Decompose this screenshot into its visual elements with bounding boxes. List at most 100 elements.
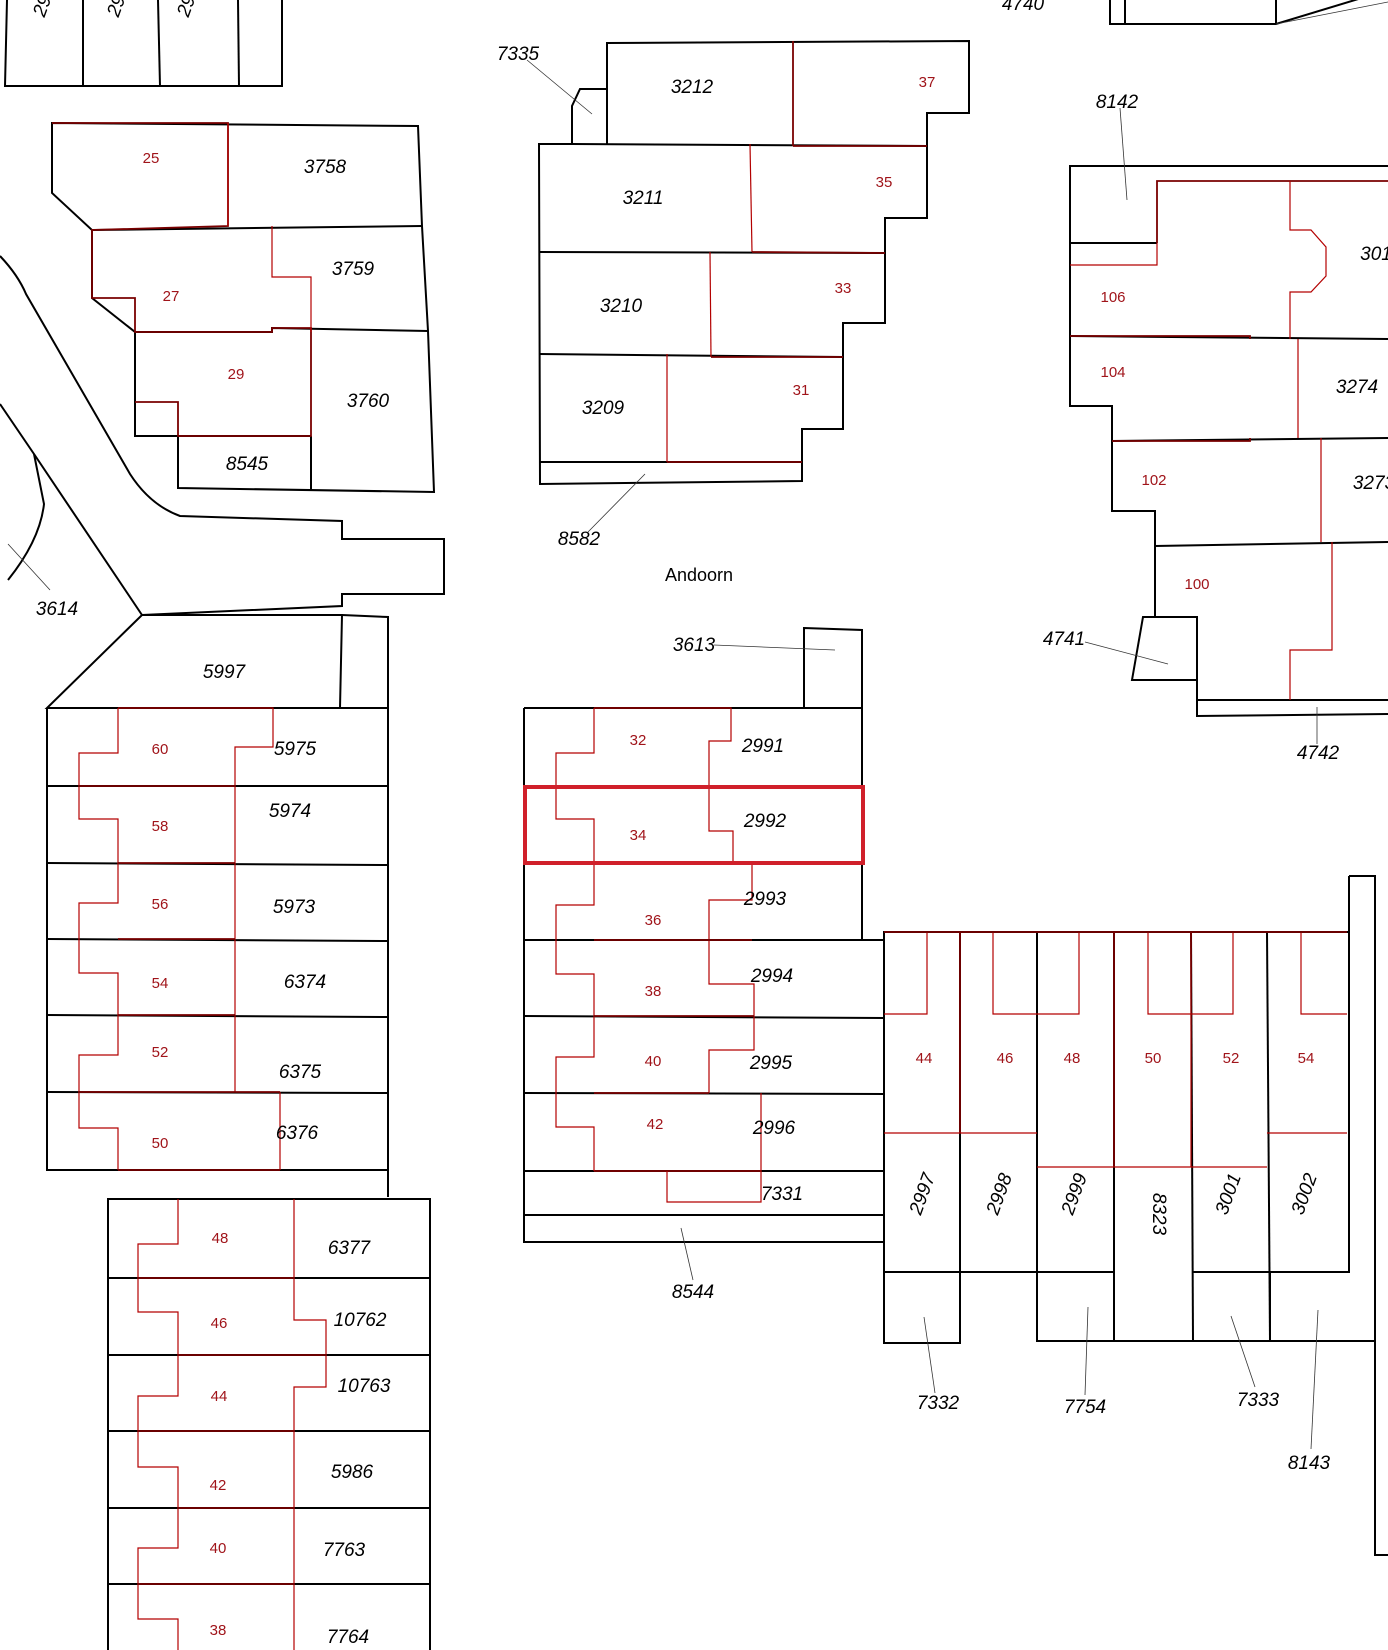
leader-line (680, 1227, 694, 1281)
house-number: 102 (1141, 472, 1166, 489)
lot-label: 3758 (304, 157, 347, 178)
lot-label: 3273 (1353, 473, 1388, 494)
lot-label: 3002 (1288, 1170, 1322, 1217)
lot-label: 2995 (749, 1053, 793, 1074)
house-number: 44 (916, 1050, 933, 1067)
block-5975 (44, 614, 389, 1197)
lot-label: 3614 (36, 599, 78, 620)
lot-label: 3211 (623, 188, 664, 209)
house-number: 25 (143, 150, 160, 167)
house-number: 34 (630, 827, 647, 844)
house-number: 42 (647, 1116, 664, 1133)
house-number: 36 (645, 912, 662, 929)
leader-line (1084, 641, 1169, 665)
house-number: 46 (211, 1315, 228, 1332)
lot-label: 2991 (741, 736, 784, 757)
lot-label: 3613 (673, 635, 716, 656)
lot-label: 2993 (743, 889, 787, 910)
house-number: 40 (645, 1053, 662, 1070)
house-number: 58 (152, 818, 169, 835)
house-number: 38 (210, 1622, 227, 1639)
house-number: 52 (152, 1044, 169, 1061)
house-number: 32 (630, 732, 647, 749)
house-number: 27 (163, 288, 180, 305)
house-number: 38 (645, 983, 662, 1000)
lot-label: 6374 (284, 972, 326, 993)
lot-label: 3001 (1212, 1171, 1246, 1218)
house-number: 48 (1064, 1050, 1081, 1067)
house-number: 54 (1298, 1050, 1315, 1067)
selected-parcel-highlight[interactable] (523, 785, 865, 865)
house-number: 29 (228, 366, 245, 383)
lot-label: 2999 (1057, 1170, 1092, 1218)
lot-label: 6376 (276, 1123, 319, 1144)
lot-label: 5974 (269, 801, 311, 822)
lot-label: 7332 (917, 1393, 960, 1414)
block-3758 (51, 121, 436, 494)
house-number: 106 (1100, 289, 1125, 306)
leader-line (1084, 1306, 1089, 1396)
lot-label: 7333 (1237, 1390, 1280, 1411)
lot-label: 2997 (905, 1169, 940, 1218)
lot-label: 2994 (750, 966, 793, 987)
block-top-left (3, 0, 283, 87)
lot-label: 29 (103, 0, 130, 21)
lot-label: 3759 (332, 259, 375, 280)
lot-label: 8323 (1148, 1193, 1169, 1236)
house-number: 44 (211, 1388, 228, 1405)
lot-label: 3212 (671, 77, 714, 98)
lot-label: 10763 (338, 1376, 391, 1397)
leader-line (713, 644, 836, 651)
lot-label: 8142 (1096, 92, 1139, 113)
lot-label: 5997 (203, 662, 247, 683)
lot-label: 6375 (279, 1062, 322, 1083)
house-number: 100 (1184, 576, 1209, 593)
leader-line (1119, 107, 1128, 201)
house-number: 35 (876, 174, 893, 191)
house-number: 48 (212, 1230, 229, 1247)
lot-label: 8143 (1288, 1453, 1331, 1474)
house-number: 42 (210, 1477, 227, 1494)
house-number: 52 (1223, 1050, 1240, 1067)
lot-label: 5986 (331, 1462, 374, 1483)
lot-label: 3209 (582, 398, 625, 419)
leader-line (526, 59, 593, 115)
lot-label: 4740 (1002, 0, 1045, 15)
lot-label: 7764 (327, 1627, 369, 1648)
lot-label: 10762 (334, 1310, 387, 1331)
lot-label: 7763 (323, 1540, 366, 1561)
leader-line (7, 543, 51, 591)
lot-label: 7754 (1064, 1397, 1106, 1418)
lot-label: 301 (1360, 244, 1388, 265)
lot-label: 8545 (226, 454, 269, 475)
block-right-upper (1069, 165, 1388, 718)
lot-label: 4741 (1043, 629, 1085, 650)
house-number: 56 (152, 896, 169, 913)
house-number: 40 (210, 1540, 227, 1557)
house-number: 33 (835, 280, 852, 297)
house-number: 37 (919, 74, 936, 91)
lot-label: 7331 (761, 1184, 803, 1205)
house-number: 31 (793, 382, 810, 399)
lot-label: 8582 (558, 529, 601, 550)
leader-line (1310, 1309, 1319, 1450)
house-number: 60 (152, 741, 169, 758)
lot-label: 2996 (752, 1118, 796, 1139)
lot-label: 7335 (497, 44, 540, 65)
street-name: Andoorn (665, 565, 733, 585)
lot-label: 6377 (328, 1238, 372, 1259)
leader-line (587, 473, 646, 533)
house-number: 46 (997, 1050, 1014, 1067)
lot-label: 2992 (743, 811, 787, 832)
block-6377 (107, 1198, 431, 1650)
lot-label: 2998 (982, 1170, 1017, 1218)
lot-label: 5973 (273, 897, 316, 918)
block-3212 (537, 39, 970, 486)
block-2997 (883, 875, 1388, 1556)
block-top-right (1109, 0, 1388, 25)
house-number: 50 (152, 1135, 169, 1152)
lot-label: 3760 (347, 391, 390, 412)
road-outline (0, 255, 445, 617)
house-number: 104 (1100, 364, 1125, 381)
